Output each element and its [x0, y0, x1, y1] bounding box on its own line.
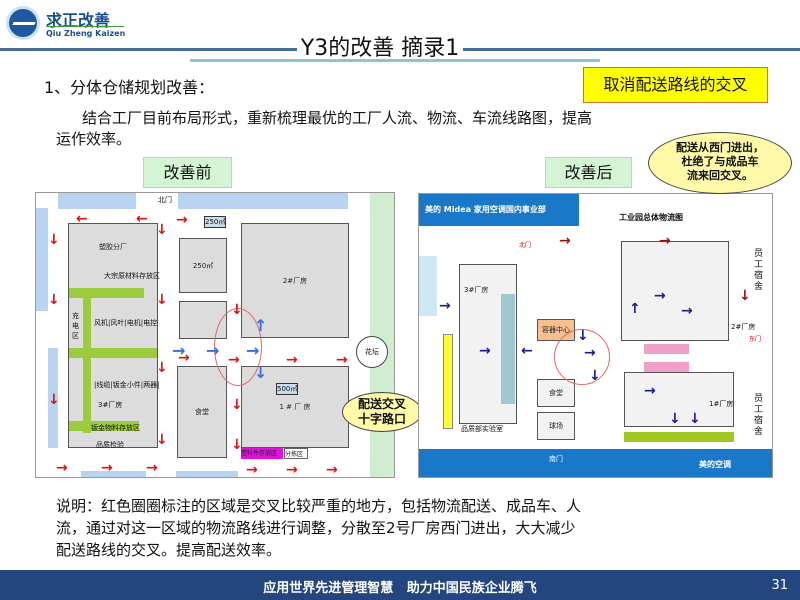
north-gate-label: 北门: [519, 242, 532, 249]
logo-divider: [46, 26, 124, 27]
before-label: 改善前: [143, 157, 232, 188]
area-tag: 250㎡: [204, 216, 227, 228]
area-tag: 500㎡: [276, 383, 299, 395]
callout-line: 十字路口: [357, 412, 406, 426]
plant2-label: 2#厂房: [731, 323, 756, 331]
garden: 花坛: [356, 336, 388, 368]
footer-slogan: 应用世界先进管理智慧 助力中国民族企业腾飞: [263, 581, 537, 596]
charge-area-label: 充电区: [72, 312, 79, 340]
gate-label: 北门: [158, 196, 172, 204]
label: 2#厂房: [282, 276, 308, 285]
plant3-label: 3#厂房: [98, 401, 123, 409]
dorm-label: 员工宿舍: [754, 249, 764, 292]
title-underline: [190, 59, 600, 62]
highlight-box: 取消配送路线的交叉: [583, 67, 768, 103]
after-label: 改善后: [545, 157, 632, 188]
plant2: [621, 241, 729, 341]
plant2: 2#厂房: [241, 223, 349, 338]
label: 250㎡: [192, 261, 214, 270]
west-gate-callout: 配送从西门进出， 杜绝了与成品车 流来回交叉。: [648, 132, 792, 194]
logo-text: 求正改善: [46, 11, 111, 30]
plastic-parts-area: 塑料件存放区: [241, 448, 283, 459]
fan-area-label: 风机|风叶|电机|电控: [94, 319, 158, 327]
callout-line: 配送从西门进出，: [676, 141, 764, 154]
description-line: 说明：红色圈圈标注的区域是交叉比较严重的地方，包括物流配送、成品车、人: [56, 497, 582, 515]
logo-icon: [6, 6, 40, 40]
description-line: 配送路线的交叉。提高配送效率。: [56, 541, 282, 559]
crossing-circle: [554, 329, 610, 385]
label: 1 # 厂 房: [279, 403, 311, 411]
plant1: [624, 372, 734, 427]
label: 塑胶分厂: [99, 243, 127, 251]
crossing-circle: [214, 308, 262, 386]
cable-area-label: |线缆|钣金小件|两器|: [94, 381, 160, 389]
description: 说明：红色圈圈标注的区域是交叉比较严重的地方，包括物流配送、成品车、人 流，通过…: [56, 495, 696, 561]
logo-subtext: Qiu Zheng Kaizen: [46, 29, 126, 38]
canteen: 食堂: [537, 379, 575, 407]
label: 食堂: [549, 389, 563, 397]
description-line: 流，通过对这一区域的物流路线进行调整，分散至2号厂房西门进出，大大减少: [56, 519, 576, 537]
label: 3#厂房: [464, 286, 489, 294]
canteen: 食堂: [177, 366, 227, 458]
plastics-plant: 塑胶分厂: [68, 223, 158, 448]
paragraph-line: 结合工厂目前布局形式，重新梳理最优的工厂人流、物流、车流线路图，提高: [82, 109, 593, 127]
slide-title-text: Y3的改善 摘录1: [296, 36, 464, 61]
label: 食堂: [195, 408, 209, 416]
map-title: 工业园总体物流图: [619, 213, 683, 222]
label: 球场: [549, 422, 563, 430]
crossing-callout: 配送交叉 十字路口: [342, 392, 422, 432]
before-layout-map: 北门 塑胶分厂 大宗原材料存放区 充电区 风机|风叶|电机|电控 |线缆|钣金小…: [35, 192, 395, 478]
footer-brand: 美的空调: [699, 460, 731, 469]
dorm-label: 员工宿舍: [754, 394, 764, 437]
plant1-label: 1#厂房: [709, 400, 734, 408]
paragraph-line: 运作效率。: [56, 130, 132, 148]
company-logo: 求正改善 Qiu Zheng Kaizen: [6, 4, 126, 42]
sheet-area-label: 钣金物料存放区: [91, 424, 140, 432]
callout-line: 配送交叉: [357, 397, 406, 411]
footer-bar: 应用世界先进管理智慧 助力中国民族企业腾飞 31: [0, 570, 800, 600]
plant1: 1 # 厂 房: [241, 366, 349, 448]
page-number: 31: [771, 578, 788, 593]
callout-line: 流来回交叉。: [687, 169, 753, 182]
after-layout-map: 美的 Midea 家用空调国内事业部 工业园总体物流图 3#厂房 品质部实验室 …: [418, 193, 773, 478]
south-gate-label: 南门: [549, 455, 563, 463]
east-gate-label: 东门: [749, 336, 762, 343]
court: 球场: [537, 412, 575, 440]
slide-title: Y3的改善 摘录1: [0, 30, 760, 62]
midea-banner: 美的 Midea 家用空调国内事业部: [419, 194, 579, 226]
lab-label: 品质部实验室: [461, 425, 503, 433]
section-heading: 1、分体仓储规划改善：: [44, 78, 215, 97]
callout-line: 杜绝了与成品车: [681, 155, 759, 168]
bulk-area-label: 大宗原材料存放区: [104, 272, 160, 280]
qc-label: 品质检验: [96, 441, 124, 449]
label: 容器中心: [542, 326, 570, 334]
warehouse-block: 250㎡: [179, 238, 227, 293]
sort-area: 分拣区: [284, 448, 308, 459]
